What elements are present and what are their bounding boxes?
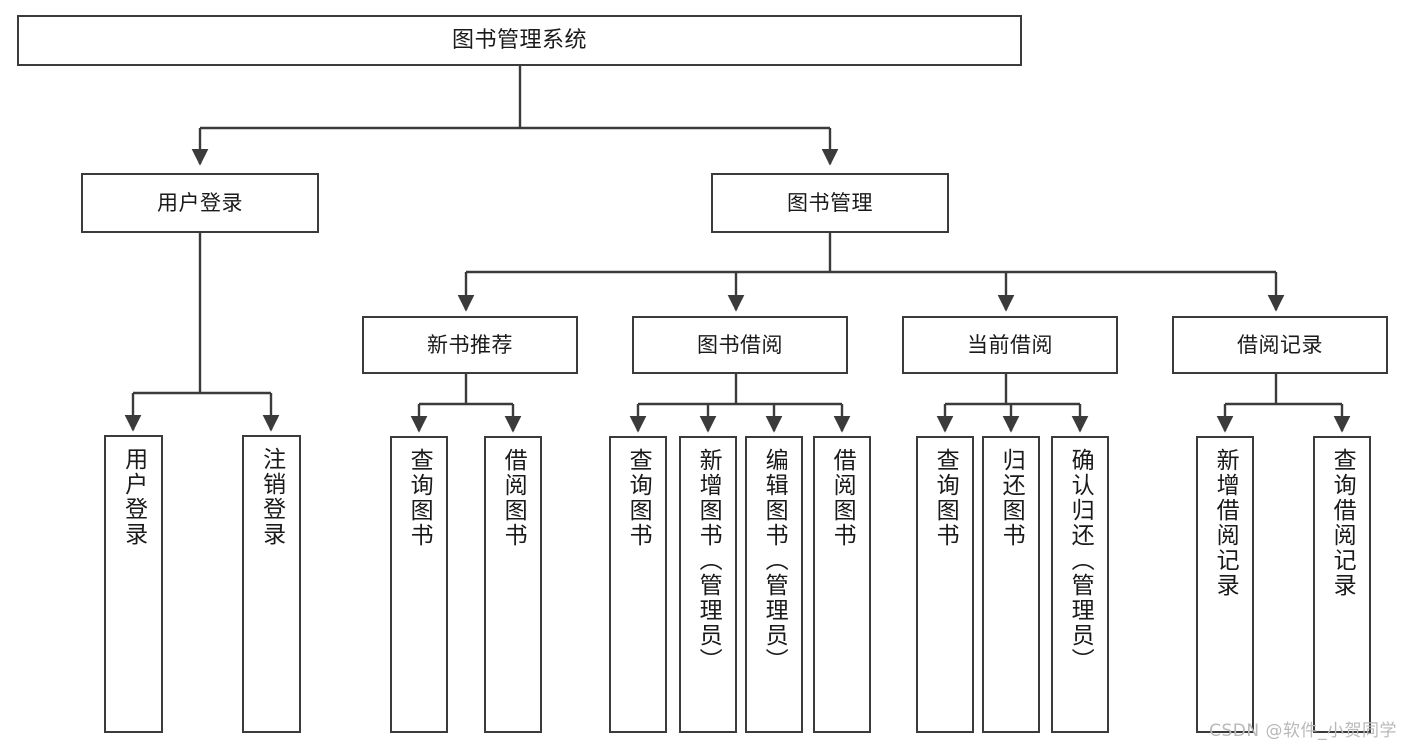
leaf-recommend-query-book[interactable]: 查询图书 (390, 436, 448, 733)
leaf-recommend-borrow-book[interactable]: 借阅图书 (484, 436, 542, 733)
node-label: 查询图书 (625, 448, 652, 548)
node-label: 借阅图书 (500, 448, 527, 548)
leaf-borrow-borrow-book[interactable]: 借阅图书 (813, 436, 871, 733)
node-label: 查询图书 (932, 448, 959, 548)
node-book-management[interactable]: 图书管理 (711, 173, 949, 233)
node-label: 图书借阅 (697, 332, 783, 357)
leaf-borrow-query-book[interactable]: 查询图书 (609, 436, 667, 733)
node-label: 归还图书 (998, 448, 1025, 548)
node-label: 用户登录 (120, 447, 147, 547)
leaf-current-return-book[interactable]: 归还图书 (982, 436, 1040, 733)
leaf-current-confirm-return-admin[interactable]: 确认归还（管理员） (1051, 436, 1109, 733)
leaf-borrow-edit-book-admin[interactable]: 编辑图书（管理员） (745, 436, 803, 733)
leaf-record-add-record[interactable]: 新增借阅记录 (1196, 436, 1254, 733)
leaf-user-login-login[interactable]: 用户登录 (104, 435, 163, 733)
node-label: 图书管理 (787, 190, 873, 215)
node-user-login[interactable]: 用户登录 (81, 173, 319, 233)
node-label: 查询图书 (406, 448, 433, 548)
node-label: 查询借阅记录 (1329, 448, 1356, 598)
node-label: 新书推荐 (427, 332, 513, 357)
node-label: 当前借阅 (967, 332, 1053, 357)
node-borrow-record[interactable]: 借阅记录 (1172, 316, 1388, 374)
node-label: 借阅记录 (1237, 332, 1323, 357)
csdn-watermark: CSDN @软件_小贺同学 (1209, 721, 1397, 741)
leaf-current-query-book[interactable]: 查询图书 (916, 436, 974, 733)
node-label: 借阅图书 (829, 448, 856, 548)
leaf-borrow-add-book-admin[interactable]: 新增图书（管理员） (679, 436, 737, 733)
node-label: 注销登录 (258, 447, 285, 547)
node-book-borrow[interactable]: 图书借阅 (632, 316, 848, 374)
node-label: 图书管理系统 (451, 27, 587, 53)
node-new-book-recommend[interactable]: 新书推荐 (362, 316, 578, 374)
node-label: 用户登录 (157, 190, 243, 215)
node-label: 确认归还（管理员） (1067, 448, 1094, 673)
node-label: 编辑图书（管理员） (761, 448, 788, 673)
node-label: 新增借阅记录 (1212, 448, 1239, 598)
node-label: 新增图书（管理员） (695, 448, 722, 673)
leaf-user-login-logout[interactable]: 注销登录 (242, 435, 301, 733)
leaf-record-query-record[interactable]: 查询借阅记录 (1313, 436, 1371, 733)
node-current-borrow[interactable]: 当前借阅 (902, 316, 1118, 374)
node-root-system[interactable]: 图书管理系统 (17, 15, 1022, 66)
